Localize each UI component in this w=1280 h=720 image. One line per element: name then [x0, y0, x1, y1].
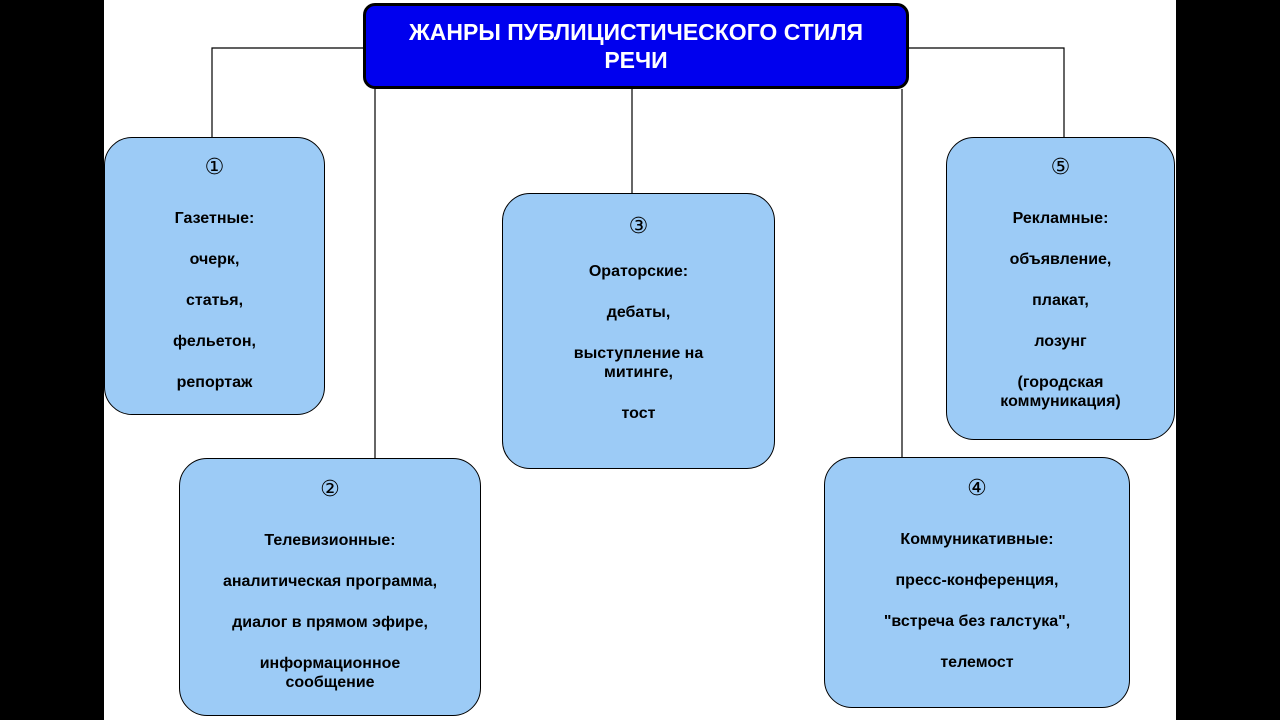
genre-item: телемост — [940, 654, 1014, 671]
genre-box-television: ② Телевизионные: аналитическая программа… — [179, 458, 481, 716]
genre-heading: Рекламные: — [1012, 210, 1109, 227]
genre-item: "встреча без галстука", — [883, 613, 1071, 630]
number-2-icon: ② — [320, 477, 340, 502]
genre-item: тост — [621, 405, 656, 422]
genre-item: лозунг — [1034, 333, 1087, 350]
genre-item: дебаты, — [606, 304, 671, 321]
genre-item: аналитическая программа, — [222, 573, 438, 590]
genre-box-communicative: ④ Коммуникативные: пресс-конференция, "в… — [824, 457, 1130, 708]
genre-item: выступление на митинге, — [573, 345, 704, 381]
connector-advertising — [909, 47, 1065, 137]
genre-item: объявление, — [1009, 251, 1112, 268]
number-3-icon: ③ — [628, 214, 649, 239]
genre-box-oratory: ③ Ораторские: дебаты, выступление на мит… — [502, 193, 775, 469]
genre-item: диалог в прямом эфире, — [232, 614, 428, 631]
genre-box-newspaper: ① Газетные: очерк, статья, фельетон, реп… — [104, 137, 325, 415]
genre-item: плакат, — [1032, 292, 1089, 309]
genre-heading: Коммуникативные: — [900, 531, 1054, 548]
genre-item: (городская коммуникация) — [1000, 374, 1121, 410]
genre-heading: Ораторские: — [588, 263, 689, 280]
connector-newspaper — [211, 47, 363, 137]
genre-item: статья, — [185, 292, 244, 309]
number-1-icon: ① — [204, 155, 225, 180]
genre-item: информационное сообщение — [259, 655, 401, 691]
genre-item: очерк, — [189, 251, 240, 268]
diagram-title: ЖАНРЫ ПУБЛИЦИСТИЧЕСКОГО СТИЛЯ РЕЧИ — [363, 3, 909, 89]
number-5-icon: ⑤ — [1050, 155, 1071, 180]
genre-item: репортаж — [176, 374, 253, 391]
genre-box-advertising: ⑤ Рекламные: объявление, плакат, лозунг … — [946, 137, 1175, 440]
genre-item: фельетон, — [173, 333, 256, 350]
genre-item: пресс-конференция, — [895, 572, 1059, 589]
genre-heading: Телевизионные: — [264, 532, 396, 549]
genre-heading: Газетные: — [174, 210, 255, 227]
number-4-icon: ④ — [967, 476, 987, 501]
